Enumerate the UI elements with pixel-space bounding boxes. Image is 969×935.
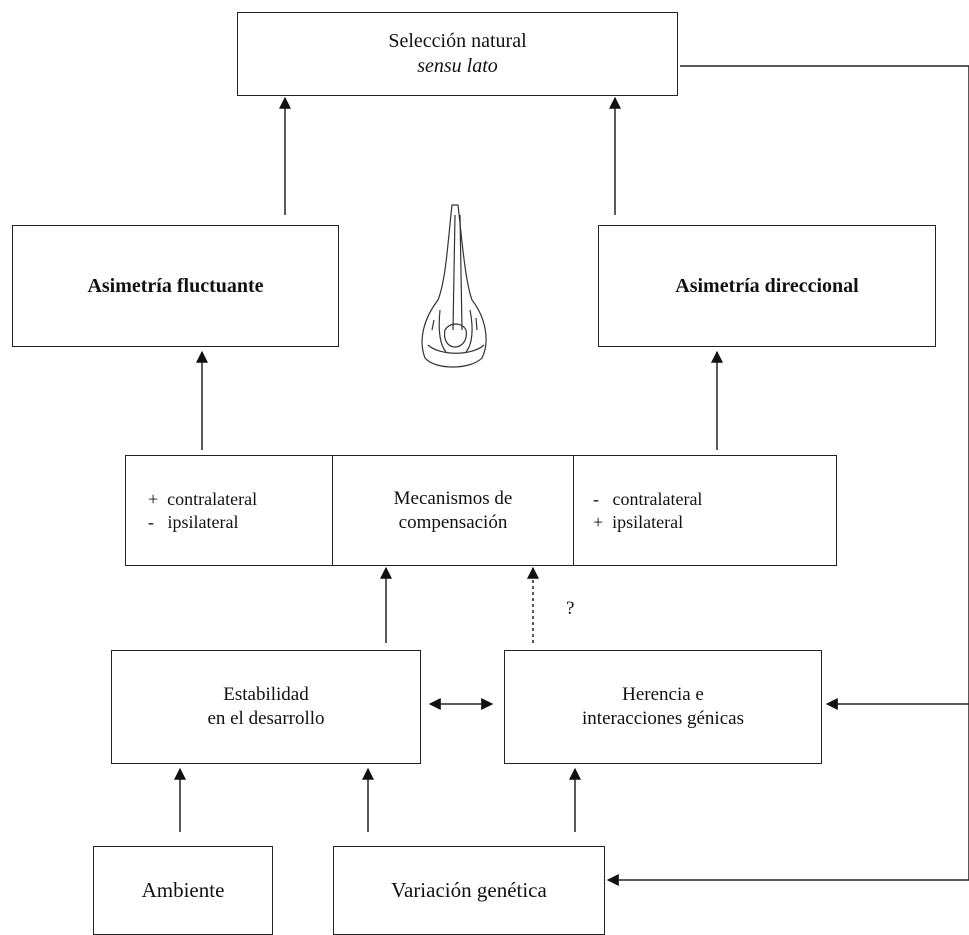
node-ambiente: Ambiente xyxy=(93,846,273,935)
tooth-illustration xyxy=(421,204,487,368)
compensacion-right-line1: - contralateral xyxy=(593,489,703,509)
edge-feedback-loop xyxy=(680,65,969,880)
estabilidad-line1: Estabilidad xyxy=(223,684,309,706)
herencia-line2: interacciones génicas xyxy=(582,708,744,729)
estabilidad-line2: en el desarrollo xyxy=(207,708,325,729)
seleccion-line2: sensu lato xyxy=(417,55,498,77)
node-herencia-interacciones: Herencia e interacciones génicas xyxy=(504,650,822,764)
node-seleccion-natural: Selección natural sensu lato xyxy=(237,12,678,96)
node-variacion-genetica: Variación genética xyxy=(333,846,605,935)
seleccion-line1: Selección natural xyxy=(388,30,527,52)
compensacion-mid-line1: Mecanismos de xyxy=(393,487,513,509)
asimetria-fluctuante-label: Asimetría fluctuante xyxy=(87,274,264,297)
node-estabilidad-desarrollo: Estabilidad en el desarrollo xyxy=(111,650,421,764)
node-asimetria-fluctuante: Asimetría fluctuante xyxy=(12,225,339,347)
variacion-label: Variación genética xyxy=(391,878,547,903)
compensacion-left-line2: - ipsilateral xyxy=(148,511,239,532)
asimetria-direccional-label: Asimetría direccional xyxy=(675,274,859,297)
compensacion-mid-cell: Mecanismos de compensación xyxy=(332,456,574,565)
node-asimetria-direccional: Asimetría direccional xyxy=(598,225,936,347)
ambiente-label: Ambiente xyxy=(141,878,225,903)
node-mecanismos-compensacion: + contralateral - ipsilateral Mecanismos… xyxy=(125,455,837,566)
question-mark-label: ? xyxy=(566,598,575,619)
herencia-line1: Herencia e xyxy=(622,684,704,706)
compensacion-right-cell: - contralateral + ipsilateral xyxy=(573,456,836,565)
compensacion-right-line2: + ipsilateral xyxy=(593,511,684,532)
compensacion-left-line1: + contralateral xyxy=(148,489,258,509)
compensacion-mid-line2: compensación xyxy=(398,511,508,533)
compensacion-left-cell: + contralateral - ipsilateral xyxy=(126,456,333,565)
